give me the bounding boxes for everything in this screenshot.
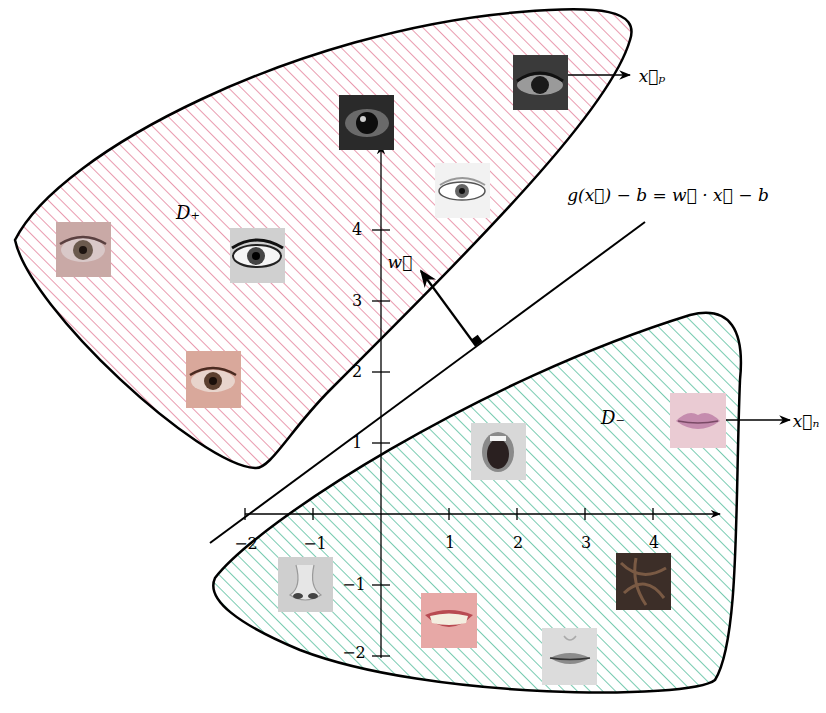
tick-label: 4 — [649, 534, 659, 552]
tick-label: 4 — [352, 221, 362, 239]
mouth-picture — [542, 628, 597, 685]
nose-picture — [278, 557, 333, 612]
tick-label: 3 — [352, 292, 362, 310]
tick-label: 2 — [513, 534, 523, 552]
pointer-arrow — [568, 75, 790, 420]
eye-picture — [513, 55, 568, 110]
tick-label: 1 — [352, 434, 362, 452]
vector-label: x⃗ₚ — [639, 67, 666, 86]
region-label: D₊ — [176, 203, 200, 223]
vector-label: w⃗ — [388, 253, 413, 272]
eye-picture — [435, 163, 490, 218]
tick-label: −2 — [234, 535, 258, 553]
equation-label: g(x⃗) − b = w⃗ · x⃗ − b — [567, 186, 769, 205]
decision-line — [210, 222, 645, 543]
eye-picture — [56, 222, 111, 277]
tick-label: −1 — [342, 576, 366, 594]
vector-label: x⃗ₙ — [793, 412, 820, 431]
tick-label: −1 — [303, 535, 327, 553]
tick-label: 3 — [581, 534, 591, 552]
region-label: D₋ — [601, 408, 625, 428]
mouth-picture — [670, 393, 726, 448]
region-shape — [213, 313, 741, 693]
eye-picture — [230, 228, 285, 283]
mouth-picture — [471, 423, 526, 480]
region: D₋ — [203, 303, 753, 707]
tick-label: 2 — [352, 363, 362, 381]
tick-label: −2 — [342, 644, 366, 662]
region-outline — [203, 303, 753, 707]
axes — [245, 145, 720, 658]
mouth-picture — [421, 593, 477, 648]
eye-picture — [186, 351, 241, 408]
tick-label: 1 — [445, 534, 455, 552]
eye-picture — [339, 95, 394, 150]
hair-picture — [616, 553, 671, 610]
